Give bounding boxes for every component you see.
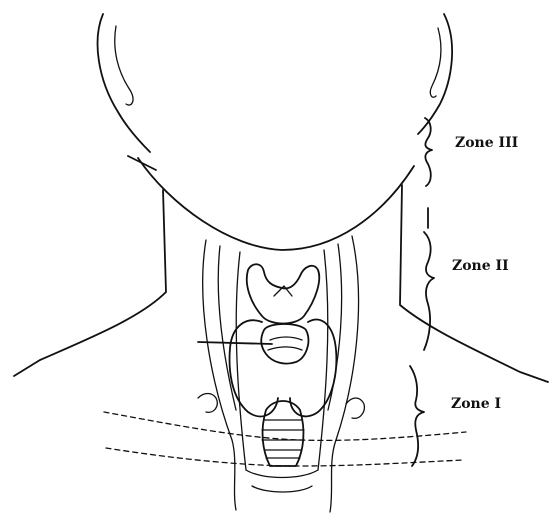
zone1-brace	[410, 366, 424, 466]
upper-dashed-line	[104, 412, 466, 440]
zone-ii-label: Zone II	[452, 258, 509, 274]
zone-i-label: Zone I	[451, 396, 501, 412]
right-ear-inner	[430, 28, 441, 97]
left-vessel-line	[236, 252, 246, 470]
sternal-notch	[246, 470, 318, 492]
left-ear-inner	[115, 26, 133, 105]
right-clavicle-head	[346, 398, 364, 418]
left-neck-side	[14, 190, 166, 376]
zone3-brace	[425, 118, 432, 186]
left-mandible-angle-pointer	[128, 156, 156, 170]
right-neck-side	[400, 185, 548, 382]
left-clavicle-head	[198, 394, 217, 413]
zone-iii-label: Zone III	[455, 135, 518, 151]
left-ear	[98, 14, 150, 152]
lower-dashed-line	[106, 448, 464, 466]
thyroid-cartilage	[247, 264, 319, 323]
jaw-outline	[138, 158, 414, 250]
zone2-brace	[424, 208, 434, 350]
right-ear	[418, 14, 452, 134]
trachea	[263, 401, 304, 466]
right-scm-outer	[330, 236, 359, 512]
cricoid-detail	[268, 337, 302, 350]
